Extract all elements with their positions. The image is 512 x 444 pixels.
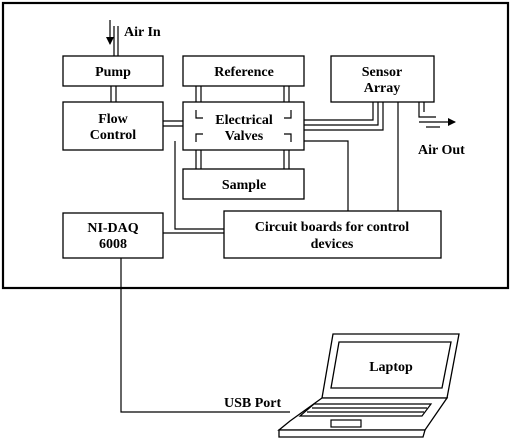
nidaq-label-line2: 6008 — [99, 237, 127, 252]
nidaq-box — [62, 212, 164, 259]
usb-cable — [120, 258, 290, 413]
air-out-arrow — [418, 102, 456, 128]
nidaq-label-line1: NI-DAQ — [87, 221, 138, 236]
control-wiring — [163, 102, 399, 234]
valves-sensor-tubing — [304, 102, 384, 131]
flow-valves-connector — [163, 120, 183, 127]
valve-symbols — [195, 110, 292, 142]
electrical-valves-label-line1: Electrical — [215, 113, 273, 128]
sample-label: Sample — [222, 178, 266, 193]
reference-valves-connector — [195, 86, 290, 102]
reference-box — [182, 55, 305, 87]
usb-port-label: USB Port — [224, 396, 282, 411]
sensor-array-box — [330, 55, 435, 103]
laptop-touchpad — [330, 419, 362, 428]
sensor-array-label-line2: Array — [364, 81, 401, 96]
electrical-valves-box — [182, 101, 305, 151]
sensor-array-label-line1: Sensor — [362, 65, 402, 80]
laptop-base-edge — [278, 429, 426, 438]
laptop: Laptop — [277, 333, 460, 438]
laptop-keyboard — [298, 403, 433, 417]
air-out-label: Air Out — [418, 143, 465, 158]
air-in-arrow — [106, 20, 119, 56]
pump-label: Pump — [95, 65, 131, 80]
air-in-label: Air In — [124, 25, 161, 40]
pump-flow-connector — [110, 86, 117, 102]
flow-control-box — [62, 101, 164, 151]
flow-control-label-line2: Control — [90, 128, 137, 143]
circuit-boards-label-line1: Circuit boards for control — [255, 220, 409, 235]
valves-sample-connector — [195, 150, 290, 169]
pump-box — [62, 55, 164, 87]
electrical-valves-label-line2: Valves — [225, 129, 264, 144]
circuit-boards-box — [223, 210, 442, 259]
laptop-base — [277, 397, 449, 431]
flow-control-label-line1: Flow — [98, 112, 128, 127]
laptop-display — [330, 341, 452, 389]
circuit-boards-label-line2: devices — [311, 237, 354, 252]
enclosure-frame — [1, 1, 510, 290]
reference-label: Reference — [214, 65, 274, 80]
sample-box — [182, 168, 305, 200]
laptop-label: Laptop — [369, 360, 413, 375]
